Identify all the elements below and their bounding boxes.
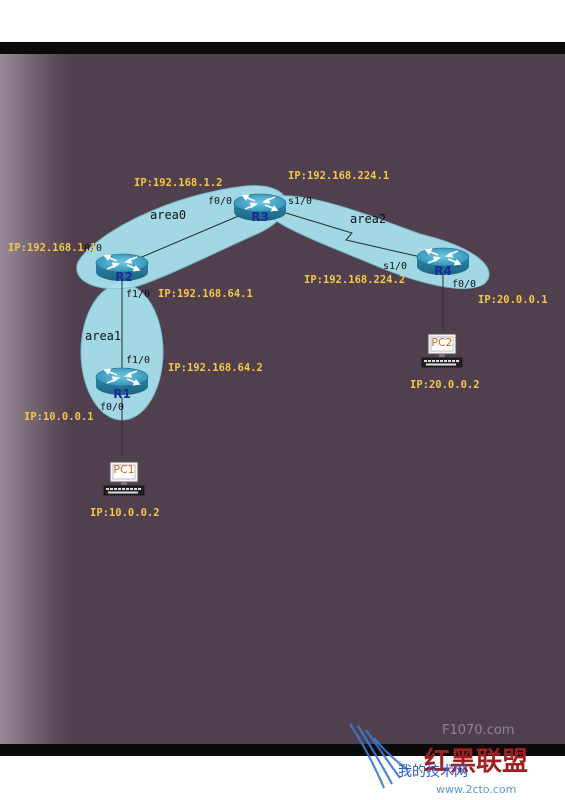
r1-f1-interface: f1/0 bbox=[126, 355, 150, 366]
link-r3-r4-serial bbox=[265, 206, 435, 261]
router-r2-label: R2 bbox=[115, 270, 133, 284]
bottom-margin bbox=[0, 756, 565, 800]
r1-f0-ip-label: IP:10.0.0.1 bbox=[24, 411, 94, 423]
r2-f1-interface: f1/0 bbox=[126, 289, 150, 300]
area2-label: area2 bbox=[350, 212, 386, 226]
r4-f0-interface: f0/0 bbox=[452, 279, 476, 290]
pc1-label: PC1 bbox=[113, 463, 134, 476]
router-r1-label: R1 bbox=[113, 387, 131, 401]
pc2: PC2 bbox=[421, 333, 463, 368]
watermark-url: www.2cto.com bbox=[436, 783, 516, 796]
r1-f0-interface: f0/0 bbox=[100, 402, 124, 413]
area0-label: area0 bbox=[150, 208, 186, 222]
watermark-subtitle: 我的技术网 bbox=[398, 764, 468, 780]
r4-f0-ip-label: IP:20.0.0.1 bbox=[478, 294, 548, 306]
router-r3-label: R3 bbox=[251, 210, 269, 224]
r2-f0-ip-label: IP:192.168.1.1 bbox=[8, 242, 97, 254]
pc2-label: PC2 bbox=[431, 336, 452, 349]
r2-f1-ip-label: IP:192.168.64.1 bbox=[158, 288, 253, 300]
r4-s1-interface: s1/0 bbox=[383, 261, 407, 272]
top-black-band bbox=[0, 42, 565, 54]
r3-s1-ip-label: IP:192.168.224.1 bbox=[288, 170, 389, 182]
wing-logo-icon bbox=[349, 723, 409, 789]
area1-label: area1 bbox=[85, 329, 121, 343]
r3-f0-ip-label: IP:192.168.1.2 bbox=[134, 177, 223, 189]
r3-f0-interface: f0/0 bbox=[208, 196, 232, 207]
r4-s1-ip-label: IP:192.168.224.2 bbox=[304, 274, 405, 286]
pc2-ip-label: IP:20.0.0.2 bbox=[410, 379, 480, 391]
router-r3: R3 bbox=[233, 193, 287, 224]
pc1: PC1 bbox=[103, 461, 145, 496]
r1-f1-ip-label: IP:192.168.64.2 bbox=[168, 362, 263, 374]
router-r4: R4 bbox=[416, 247, 470, 278]
r2-f0-interface: f0/0 bbox=[78, 243, 102, 254]
left-gradient-strip bbox=[0, 54, 70, 744]
top-margin bbox=[0, 0, 565, 42]
bottom-black-band bbox=[0, 744, 565, 756]
link-r3-r2 bbox=[129, 211, 249, 263]
router-r2: R2 bbox=[95, 253, 149, 284]
watermark: F1070.com 红黑联盟 我的技术网 www.2cto.com bbox=[349, 723, 528, 796]
router-r1: R1 bbox=[95, 367, 149, 401]
r3-s1-interface: s1/0 bbox=[288, 196, 312, 207]
watermark-brand: 红黑联盟 bbox=[424, 746, 528, 777]
watermark-faint-text: F1070.com bbox=[442, 723, 514, 738]
router-r4-label: R4 bbox=[434, 264, 452, 278]
pc1-ip-label: IP:10.0.0.2 bbox=[90, 507, 160, 519]
